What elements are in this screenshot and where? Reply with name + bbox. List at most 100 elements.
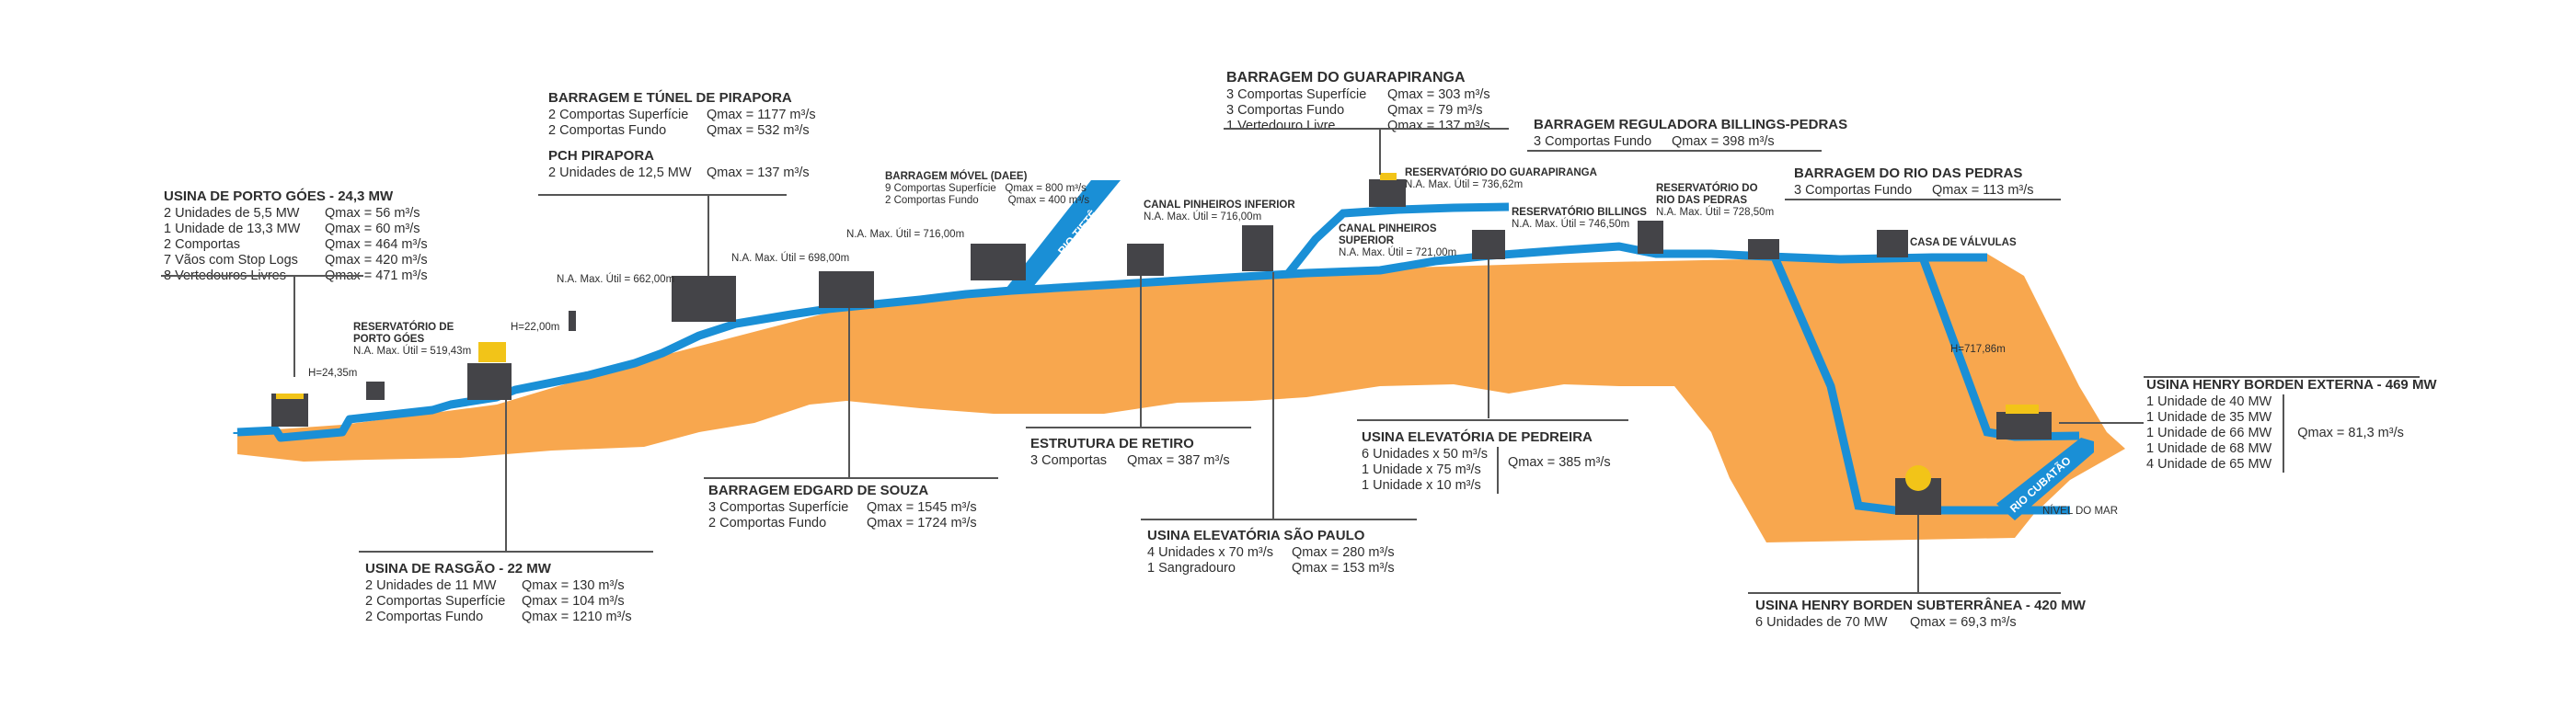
water-tiete-branch	[1003, 180, 1121, 292]
structure-retiro	[1127, 244, 1164, 276]
block-borden-externa: USINA HENRY BORDEN EXTERNA - 469 MW 1 Un…	[2146, 377, 2437, 473]
borden-externa-qmax: Qmax = 81,3 m³/s	[2297, 426, 2404, 440]
accent-borden-subterranea	[1905, 465, 1931, 491]
label-h-borden: H=717,86m	[1950, 344, 2006, 355]
structure-elevatoria-sao-paulo	[1242, 225, 1273, 271]
structure-rasgao-tower	[569, 311, 576, 331]
structure-pirapora	[672, 276, 736, 322]
structure-pedreira	[1472, 230, 1505, 259]
label-res-porto-goes-1: RESERVATÓRIO DE	[353, 322, 454, 333]
accent-porto-goes	[276, 394, 304, 399]
barragem-pirapora-title: BARRAGEM E TÚNEL DE PIRAPORA	[548, 90, 792, 106]
pedreira-row: 6 Unidades x 50 m³/s	[1362, 447, 1489, 462]
pedreira-row: 1 Unidade x 10 m³/s	[1362, 478, 1481, 493]
res-pedras-1: RESERVATÓRIO DO	[1656, 183, 1758, 194]
accent-rasgao	[478, 342, 506, 362]
res-pedras-na: N.A. Max. Útil = 728,50m	[1656, 207, 1775, 218]
rio-pedras-title: BARRAGEM DO RIO DAS PEDRAS	[1794, 165, 2023, 181]
res-billings-title: RESERVATÓRIO BILLINGS	[1512, 207, 1647, 218]
label-nivel-mar: NÍVEL DO MAR	[2042, 506, 2119, 517]
label-h-porto-goes: H=24,35m	[308, 368, 358, 379]
block-porto-goes: USINA DE PORTO GÓES - 24,3 MW 2 Unidades…	[164, 188, 428, 284]
canal-superior-na: N.A. Max. Útil = 721,00m	[1339, 247, 1457, 258]
water-cubatao	[1996, 438, 2094, 520]
res-guarapiranga-title: RESERVATÓRIO DO GUARAPIRANGA	[1405, 167, 1597, 178]
structure-porto-goes-gate	[366, 382, 385, 400]
block-rasgao: USINA DE RASGÃO - 22 MW 2 Unidades de 11…	[365, 561, 632, 625]
res-guarapiranga-na: N.A. Max. Útil = 736,62m	[1405, 179, 1524, 190]
guarapiranga-title: BARRAGEM DO GUARAPIRANGA	[1226, 70, 1466, 86]
structure-rio-pedras	[1748, 239, 1779, 259]
barragem-movel-title: BARRAGEM MÓVEL (DAEE)	[885, 171, 1028, 182]
label-res-porto-goes-na: N.A. Max. Útil = 519,43m	[353, 346, 472, 357]
accent-borden-externa	[2006, 405, 2039, 414]
structure-barragem-movel	[971, 244, 1026, 280]
structure-borden-externa	[1996, 412, 2052, 439]
canal-inferior-na: N.A. Max. Útil = 716,00m	[1144, 211, 1262, 223]
terrain	[237, 254, 2125, 542]
block-rio-pedras: BARRAGEM DO RIO DAS PEDRAS 3 Comportas F…	[1794, 165, 2034, 199]
res-pedras-2: RIO DAS PEDRAS	[1656, 195, 1748, 206]
block-elevatoria-sao-paulo: USINA ELEVATÓRIA SÃO PAULO 4 Unidades x …	[1147, 528, 1395, 576]
borden-externa-row: 1 Unidade de 40 MW	[2146, 394, 2272, 409]
borden-externa-row: 1 Unidade de 66 MW	[2146, 426, 2272, 440]
label-na-edgard: N.A. Max. Útil = 698,00m	[731, 253, 850, 264]
edgard-souza-title: BARRAGEM EDGARD DE SOUZA	[708, 483, 929, 498]
label-res-porto-goes-2: PORTO GÓES	[353, 334, 425, 345]
block-barragem-pirapora: BARRAGEM E TÚNEL DE PIRAPORA 2 Comportas…	[548, 90, 816, 181]
rasgao-title: USINA DE RASGÃO - 22 MW	[365, 561, 551, 576]
label-na-pirapora: N.A. Max. Útil = 662,00m	[557, 274, 675, 285]
structure-guarapiranga	[1369, 179, 1406, 207]
block-borden-subterranea: USINA HENRY BORDEN SUBTERRÂNEA - 420 MW …	[1755, 598, 2086, 631]
pedreira-title: USINA ELEVATÓRIA DE PEDREIRA	[1362, 429, 1593, 445]
penstock-underground	[1771, 257, 2070, 515]
structure-casa-valvulas	[1877, 230, 1908, 257]
structure-edgard-souza	[819, 271, 874, 308]
billings-pedras-title: BARRAGEM REGULADORA BILLINGS-PEDRAS	[1534, 117, 1848, 132]
canal-superior-2: SUPERIOR	[1339, 235, 1395, 246]
barragem-movel-r1a: 9 Comportas Superfície	[885, 183, 996, 194]
label-casa-valvulas: CASA DE VÁLVULAS	[1910, 237, 2017, 248]
borden-externa-title: USINA HENRY BORDEN EXTERNA - 469 MW	[2146, 377, 2437, 393]
pch-pirapora-title: PCH PIRAPORA	[548, 148, 655, 164]
elevatoria-sao-paulo-title: USINA ELEVATÓRIA SÃO PAULO	[1147, 528, 1365, 543]
borden-externa-row: 1 Unidade de 35 MW	[2146, 410, 2272, 425]
canal-inferior-title: CANAL PINHEIROS INFERIOR	[1144, 200, 1295, 211]
porto-goes-title: USINA DE PORTO GÓES - 24,3 MW	[164, 188, 394, 204]
pedreira-qmax: Qmax = 385 m³/s	[1508, 455, 1611, 470]
borden-externa-row: 1 Unidade de 68 MW	[2146, 441, 2272, 456]
label-h-rasgao: H=22,00m	[511, 322, 560, 333]
label-na-movel: N.A. Max. Útil = 716,00m	[846, 229, 965, 240]
borden-externa-row: 4 Unidade de 65 MW	[2146, 457, 2272, 472]
pedreira-row: 1 Unidade x 75 m³/s	[1362, 462, 1481, 477]
block-guarapiranga: BARRAGEM DO GUARAPIRANGA 3 Comportas Sup…	[1226, 70, 1490, 134]
accent-guarapiranga	[1380, 173, 1397, 180]
